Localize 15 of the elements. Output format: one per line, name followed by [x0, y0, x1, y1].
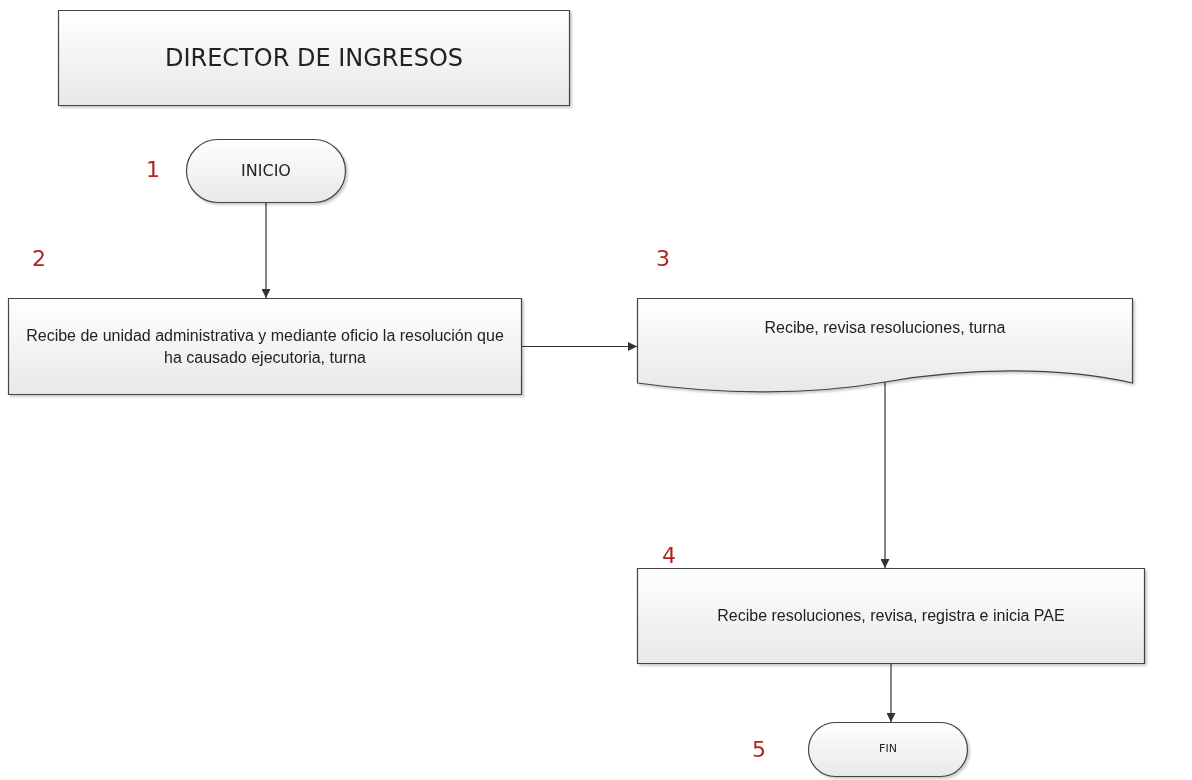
process-text: Recibe resoluciones, revisa, registra e inicia PAE — [717, 606, 1065, 627]
step-number: 1 — [146, 157, 160, 182]
terminal-label: INICIO — [241, 160, 291, 182]
arrow — [880, 381, 890, 569]
step-number: 5 — [752, 737, 766, 762]
arrow — [261, 202, 271, 299]
terminal-label: FIN — [879, 742, 897, 757]
header-text: DIRECTOR DE INGRESOS — [164, 42, 464, 74]
step-number: 4 — [662, 543, 676, 568]
step-number: 2 — [32, 246, 46, 271]
arrow — [521, 342, 638, 351]
arrow — [886, 663, 896, 723]
step-number: 3 — [656, 246, 670, 271]
process-text: Recibe de unidad administrativa y mediante oficio la resolución que ha causado ejecutoria, turna — [25, 325, 505, 368]
document-text: Recibe, revisa resoluciones, turna — [764, 318, 1006, 339]
